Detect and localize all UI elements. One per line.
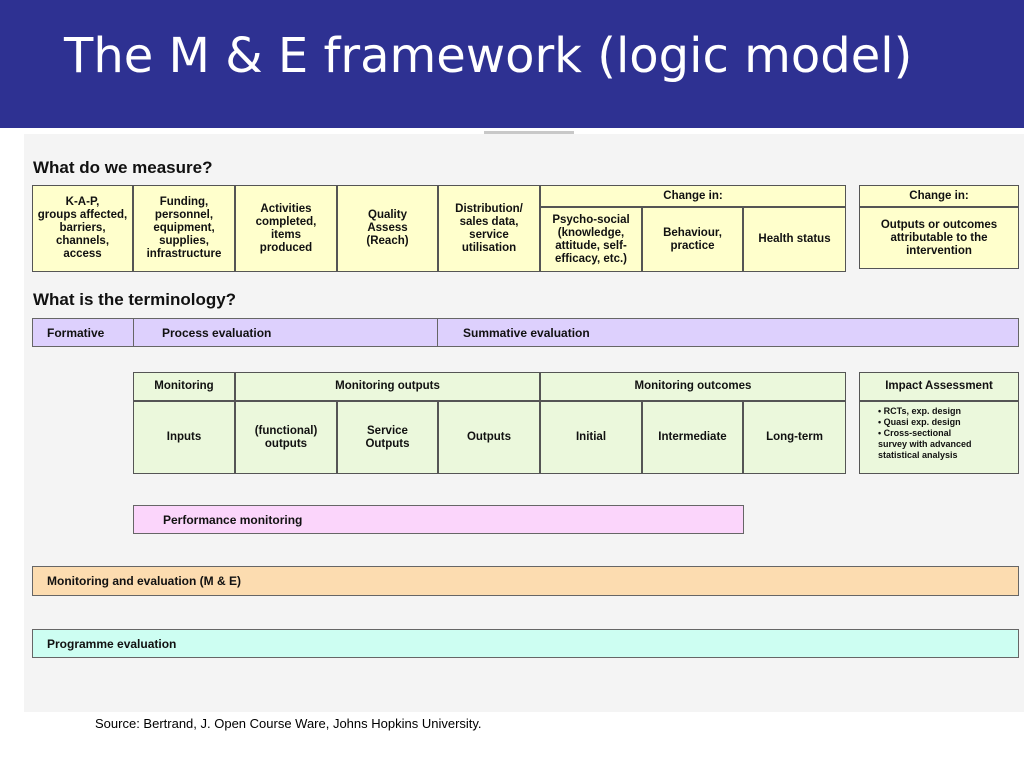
measure-cell-distribution: Distribution/ sales data, service utilis… (438, 185, 540, 272)
measure-cell-kap: K-A-P, groups affected, barriers, channe… (32, 185, 133, 272)
programme-evaluation-bar: Programme evaluation (32, 629, 1019, 658)
row-cell-long-term: Long-term (743, 401, 846, 474)
title-bar: The M & E framework (logic model) (0, 0, 1024, 128)
formative-label: Formative (47, 326, 105, 340)
impact-item-rct: • RCTs, exp. design (878, 406, 961, 416)
faded-fragment: ▬▬▬▬▬▬▬▬▬ (484, 126, 574, 137)
row-cell-inputs: Inputs (133, 401, 235, 474)
row-cell-outputs: Outputs (438, 401, 540, 474)
me-bar: Monitoring and evaluation (M & E) (32, 566, 1019, 596)
right-attributable-cell: Outputs or outcomes attributable to the … (859, 207, 1019, 269)
row-cell-initial: Initial (540, 401, 642, 474)
terminology-heading: What is the terminology? (33, 290, 237, 309)
measure-cell-funding: Funding, personnel, equipment, supplies,… (133, 185, 235, 272)
monitoring-outcomes-header: Monitoring outcomes (540, 372, 846, 401)
row-cell-functional-outputs: (functional) outputs (235, 401, 337, 474)
process-evaluation-label: Process evaluation (162, 326, 272, 340)
slide-title: The M & E framework (logic model) (64, 28, 913, 84)
evaluation-divider-2 (437, 318, 438, 347)
impact-assessment-list: • RCTs, exp. design • Quasi exp. design … (859, 401, 1019, 474)
measure-heading: What do we measure? (33, 158, 213, 177)
measure-cell-activities: Activities completed, items produced (235, 185, 337, 272)
monitoring-header: Monitoring (133, 372, 235, 401)
monitoring-outputs-header: Monitoring outputs (235, 372, 540, 401)
evaluation-divider-1 (133, 318, 134, 347)
change-cell-health: Health status (743, 207, 846, 272)
row-cell-intermediate: Intermediate (642, 401, 743, 474)
impact-item-quasi: • Quasi exp. design (878, 417, 961, 427)
change-in-header: Change in: (540, 185, 846, 207)
row-cell-service-outputs: Service Outputs (337, 401, 438, 474)
performance-monitoring-bar: Performance monitoring (133, 505, 744, 534)
impact-assessment-header: Impact Assessment (859, 372, 1019, 401)
evaluation-bar (32, 318, 1019, 347)
impact-item-cross-sectional: • Cross-sectional survey with advanced s… (878, 428, 972, 460)
measure-cell-quality: Quality Assess (Reach) (337, 185, 438, 272)
change-cell-behaviour: Behaviour, practice (642, 207, 743, 272)
right-change-in-header: Change in: (859, 185, 1019, 207)
summative-evaluation-label: Summative evaluation (463, 326, 590, 340)
source-citation: Source: Bertrand, J. Open Course Ware, J… (95, 716, 482, 731)
change-cell-psychosocial: Psycho-social (knowledge, attitude, self… (540, 207, 642, 272)
